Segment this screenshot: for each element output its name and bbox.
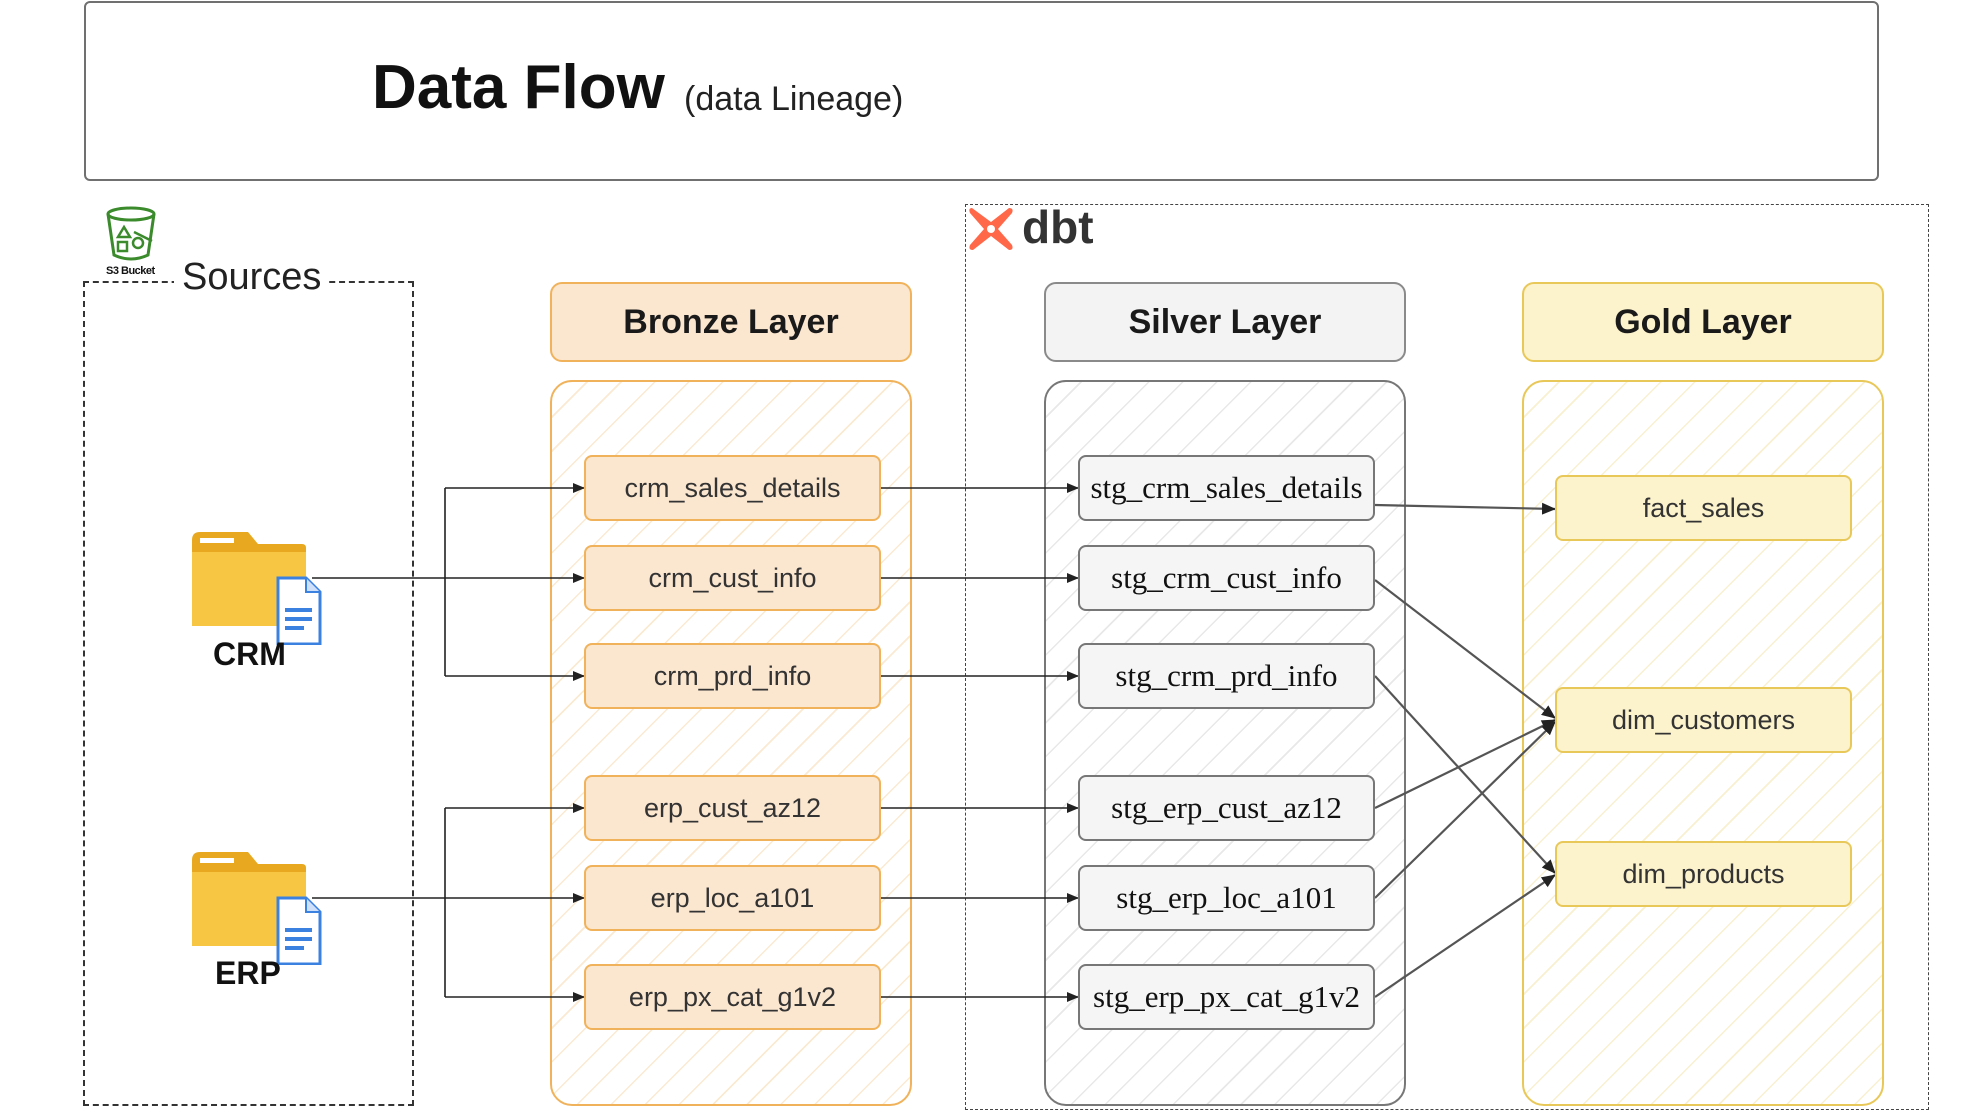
bucket-caption: S3 Bucket <box>106 265 155 277</box>
page-subtitle: (data Lineage) <box>684 80 904 118</box>
silver-table-stg-erp-loc-a101: stg_erp_loc_a101 <box>1078 865 1375 931</box>
silver-table-stg-crm-sales-details: stg_crm_sales_details <box>1078 455 1375 521</box>
source-erp-label: ERP <box>215 955 281 991</box>
edge-s2g-az12 <box>1374 719 1556 809</box>
header-box <box>84 1 1879 181</box>
edge-s2g-sales <box>1374 502 1556 515</box>
gold-table-dim-customers: dim_customers <box>1555 687 1852 753</box>
edge-s2g-cust <box>1374 579 1556 719</box>
gold-table-fact-sales: fact_sales <box>1555 475 1852 541</box>
crm-folder-icon <box>192 532 322 645</box>
s3-bucket-icon <box>106 206 156 261</box>
bronze-table-erp-px-cat-g1v2: erp_px_cat_g1v2 <box>584 964 881 1030</box>
silver-table-stg-erp-px-cat-g1v2: stg_erp_px_cat_g1v2 <box>1078 964 1375 1030</box>
erp-folder-icon <box>192 852 322 965</box>
dbt-logo-icon <box>969 208 1013 250</box>
silver-table-stg-erp-cust-az12: stg_erp_cust_az12 <box>1078 775 1375 841</box>
gold-table-dim-products: dim_products <box>1555 841 1852 907</box>
bronze-table-crm-cust-info: crm_cust_info <box>584 545 881 611</box>
edge-s2g-px <box>1374 874 1556 998</box>
dbt-label: dbt <box>1022 201 1094 253</box>
edge-s2g-loc <box>1374 721 1556 899</box>
bronze-table-crm-prd-info: crm_prd_info <box>584 643 881 709</box>
bronze-table-crm-sales-details: crm_sales_details <box>584 455 881 521</box>
bronze-table-erp-loc-a101: erp_loc_a101 <box>584 865 881 931</box>
silver-table-stg-crm-cust-info: stg_crm_cust_info <box>1078 545 1375 611</box>
source-crm-label: CRM <box>213 636 286 672</box>
edge-s2g-prd <box>1374 675 1556 874</box>
gold-layer-title: Gold Layer <box>1522 282 1884 362</box>
bronze-table-erp-cust-az12: erp_cust_az12 <box>584 775 881 841</box>
sources-label: Sources <box>174 256 330 299</box>
page-title: Data Flow <box>372 53 665 122</box>
silver-table-stg-crm-prd-info: stg_crm_prd_info <box>1078 643 1375 709</box>
silver-layer-title: Silver Layer <box>1044 282 1406 362</box>
bronze-layer-title: Bronze Layer <box>550 282 912 362</box>
